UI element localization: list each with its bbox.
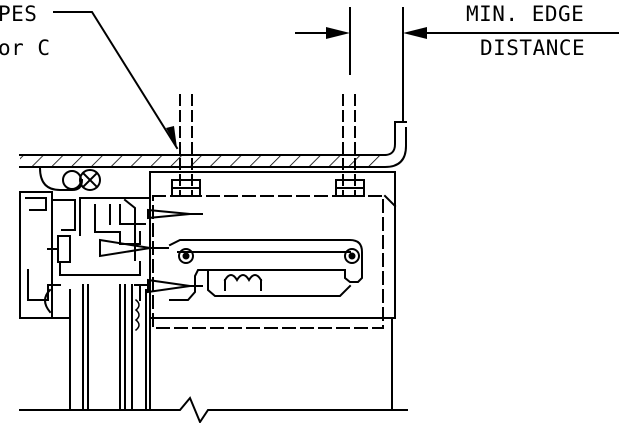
fastener-note-line-2: or C — [0, 36, 51, 60]
clip-profile — [170, 240, 362, 300]
fastener-heads — [172, 180, 364, 196]
fastener-note-line-1: PES — [0, 2, 38, 26]
hatched-deck — [20, 122, 406, 167]
min-edge-label-line-1: MIN. EDGE — [466, 2, 585, 26]
glazing-stiles — [70, 285, 392, 410]
min-edge-label-line-2: DISTANCE — [480, 36, 586, 60]
fastener-centerlines — [180, 95, 355, 196]
frame-mullion — [20, 192, 150, 318]
anchor-clip-housing — [150, 172, 395, 328]
edge-distance-dimension — [296, 8, 452, 120]
frame-screws — [48, 210, 202, 292]
gasket-seals — [40, 168, 100, 190]
break-line — [20, 398, 407, 422]
fastener-leader — [54, 12, 177, 148]
